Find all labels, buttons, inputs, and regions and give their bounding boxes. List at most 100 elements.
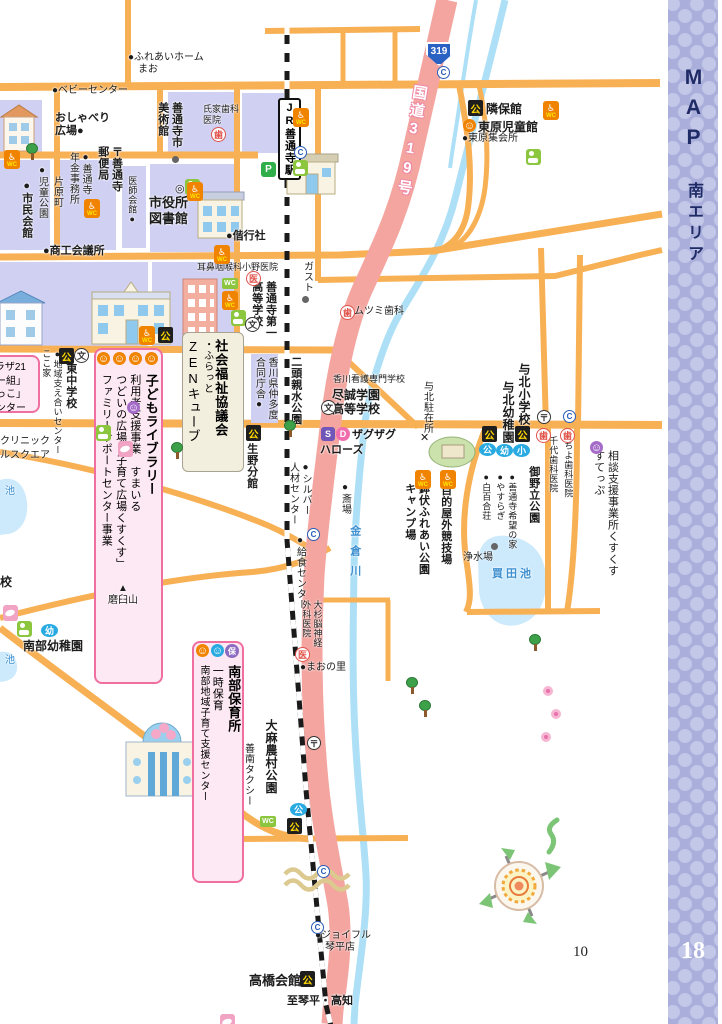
map-label: クリニック bbox=[0, 436, 50, 447]
tree-icon bbox=[25, 143, 39, 160]
sidebar-area-title: 南エリア bbox=[685, 182, 702, 266]
poi-dot bbox=[491, 543, 498, 550]
map-label: 尽誠学園 高等学校 bbox=[332, 388, 381, 417]
dentist-icon: 歯 bbox=[536, 428, 551, 443]
map-label: ●ベビーセンター bbox=[52, 85, 129, 96]
supermarket-s-icon: S bbox=[321, 427, 335, 441]
plaza21-box-clipped: ラザ21 ガルー組」 っこ」 センター bbox=[0, 355, 40, 414]
nursing-room-icon bbox=[96, 425, 111, 441]
box-line: ガルー組」 bbox=[0, 375, 26, 387]
wheelchair-wc-icon: ♿WC bbox=[415, 470, 431, 489]
community-hall-icon: 公 bbox=[515, 426, 530, 442]
map-label: 東原児童館 bbox=[478, 120, 539, 134]
map-label: ●シルバー 人材センター bbox=[287, 462, 312, 525]
map-label: ●白百合荘 bbox=[481, 472, 492, 521]
wc-icon: WC bbox=[260, 816, 276, 827]
map-label: 二頭親水公園 bbox=[289, 356, 302, 425]
cherry-blossom-icon bbox=[551, 709, 561, 719]
smiley-icon: ☺ bbox=[129, 352, 142, 365]
wheelchair-wc-icon: ♿WC bbox=[543, 101, 559, 120]
station-name: JR善通寺駅 bbox=[283, 102, 296, 176]
community-hall-icon: 公 bbox=[287, 818, 302, 834]
smiley-icon: ☺ bbox=[127, 401, 140, 414]
map-label: 買田池 bbox=[492, 568, 534, 580]
ponds bbox=[0, 478, 547, 682]
nanbu-hoikusho-box: 南部保育所 一時保育 南部地域子育て支援センター bbox=[192, 641, 244, 883]
map-label: 金倉川 bbox=[348, 525, 361, 585]
baby-room-icon bbox=[220, 1014, 235, 1024]
map-label: ◎ bbox=[175, 183, 185, 195]
map-label: ●やすらぎ bbox=[495, 472, 506, 521]
map-label: おしゃべり 広場● bbox=[55, 112, 110, 138]
clinic-icon: 医 bbox=[246, 271, 261, 286]
map-label: 南部幼稚園 bbox=[23, 639, 84, 653]
facility-badge-icon: 幼 bbox=[41, 624, 58, 637]
sidebar-page-badge: 18 bbox=[681, 938, 705, 964]
dentist-icon: 歯 bbox=[560, 428, 575, 443]
box-line: 子どもライブラリー bbox=[143, 374, 159, 496]
map-label: ▲ 磨臼山 bbox=[108, 583, 138, 606]
map-label: 隣保館 bbox=[486, 102, 523, 116]
map-label: 相談支援事業所くすくす すてっぷ bbox=[592, 450, 619, 577]
community-hall-icon: 公 bbox=[246, 425, 261, 441]
route-319-road bbox=[301, 0, 458, 1024]
map-label: ✕ bbox=[420, 432, 430, 444]
c-badge-icon: C bbox=[317, 865, 330, 878]
sidebar: MAP 南エリア 18 bbox=[668, 0, 718, 1024]
map-label: ●給食センター bbox=[294, 535, 306, 610]
community-hall-icon: 公 bbox=[300, 971, 315, 987]
post-office-icon: 〒 bbox=[307, 736, 321, 750]
city-hall-library-label: 市役所 図書館 bbox=[149, 195, 189, 226]
post-office-icon: 〒 bbox=[537, 410, 551, 424]
map-label: ●善通寺 年金事務所 bbox=[67, 152, 92, 205]
map-label: ●善通寺希望の家 bbox=[507, 472, 518, 549]
box-line: 社会福祉協議会 bbox=[213, 339, 229, 437]
box-line: つどいの広場「子育て広場くすくす」 bbox=[114, 374, 127, 570]
shakai-fukushi-box: 社会福祉協議会 ・ふらっと ZENキューブ bbox=[182, 332, 244, 472]
facility-badge-icon: 公 bbox=[290, 803, 307, 816]
school-icon: 文 bbox=[245, 317, 260, 332]
smiley-icon: ☺ bbox=[145, 352, 158, 365]
c-badge-icon: C bbox=[311, 921, 324, 934]
map-label: ●ジョイフル 琴平店 bbox=[315, 930, 372, 953]
map-label: ムツミ歯科 bbox=[354, 306, 404, 317]
map-label: 校 bbox=[0, 575, 13, 589]
map-label: ザグザグ bbox=[352, 429, 396, 441]
smiley-icon: ☺ bbox=[196, 644, 209, 657]
nursing-room-icon bbox=[526, 149, 541, 165]
smiley-icon: ☺ bbox=[211, 644, 224, 657]
cherry-blossom-icon bbox=[541, 732, 551, 742]
poi-dot bbox=[172, 156, 179, 163]
map-label: ちよ歯科医院 bbox=[563, 441, 574, 498]
baby-room-icon bbox=[3, 605, 18, 621]
map-label: 氏家歯科 医院 bbox=[203, 104, 240, 125]
map-label: 医師会館● bbox=[127, 176, 138, 225]
box-line: ファミリーサポートセンター事業 bbox=[100, 374, 113, 547]
box-line: 南部保育所 bbox=[226, 665, 242, 733]
kodomo-library-box: 子どもライブラリー 利用者支援事業 すまいる つどいの広場「子育て広場くすくす」… bbox=[94, 348, 163, 684]
box-line: 一時保育 bbox=[211, 665, 224, 711]
drugstore-d-icon: D bbox=[336, 427, 350, 441]
parking-icon: P bbox=[261, 162, 276, 177]
dentist-icon: 歯 bbox=[211, 127, 226, 142]
box-line: ラザ21 bbox=[0, 362, 26, 373]
map-label: ●地域支え合いセンター ここ家 bbox=[41, 349, 63, 455]
map-label: 善通寺第一 高等学校 bbox=[250, 281, 277, 339]
map-label: ●偕行社 bbox=[226, 230, 266, 242]
map-label: 生野分館 bbox=[245, 443, 258, 489]
c-badge-icon: C bbox=[437, 66, 450, 79]
school-icon: 文 bbox=[74, 348, 89, 363]
smiley-icon: ☺ bbox=[97, 352, 110, 365]
museum-label: 善通寺市 美術館 bbox=[156, 102, 183, 148]
map-label: 多目的屋外競技場 bbox=[439, 473, 452, 565]
baby-room-icon bbox=[118, 441, 133, 457]
dentist-icon: 歯 bbox=[340, 305, 355, 320]
sidebar-map-title: MAP bbox=[682, 66, 705, 156]
tree-icon bbox=[418, 700, 432, 717]
clinic-icon: 医 bbox=[295, 647, 310, 662]
smiley-icon: ☺ bbox=[463, 119, 476, 132]
map-label: ルスクエア bbox=[0, 450, 50, 461]
map-label: 鉢伏ふれあい公園 キャンプ場 bbox=[403, 483, 430, 575]
map-label: ●商工会議所 bbox=[43, 245, 105, 257]
